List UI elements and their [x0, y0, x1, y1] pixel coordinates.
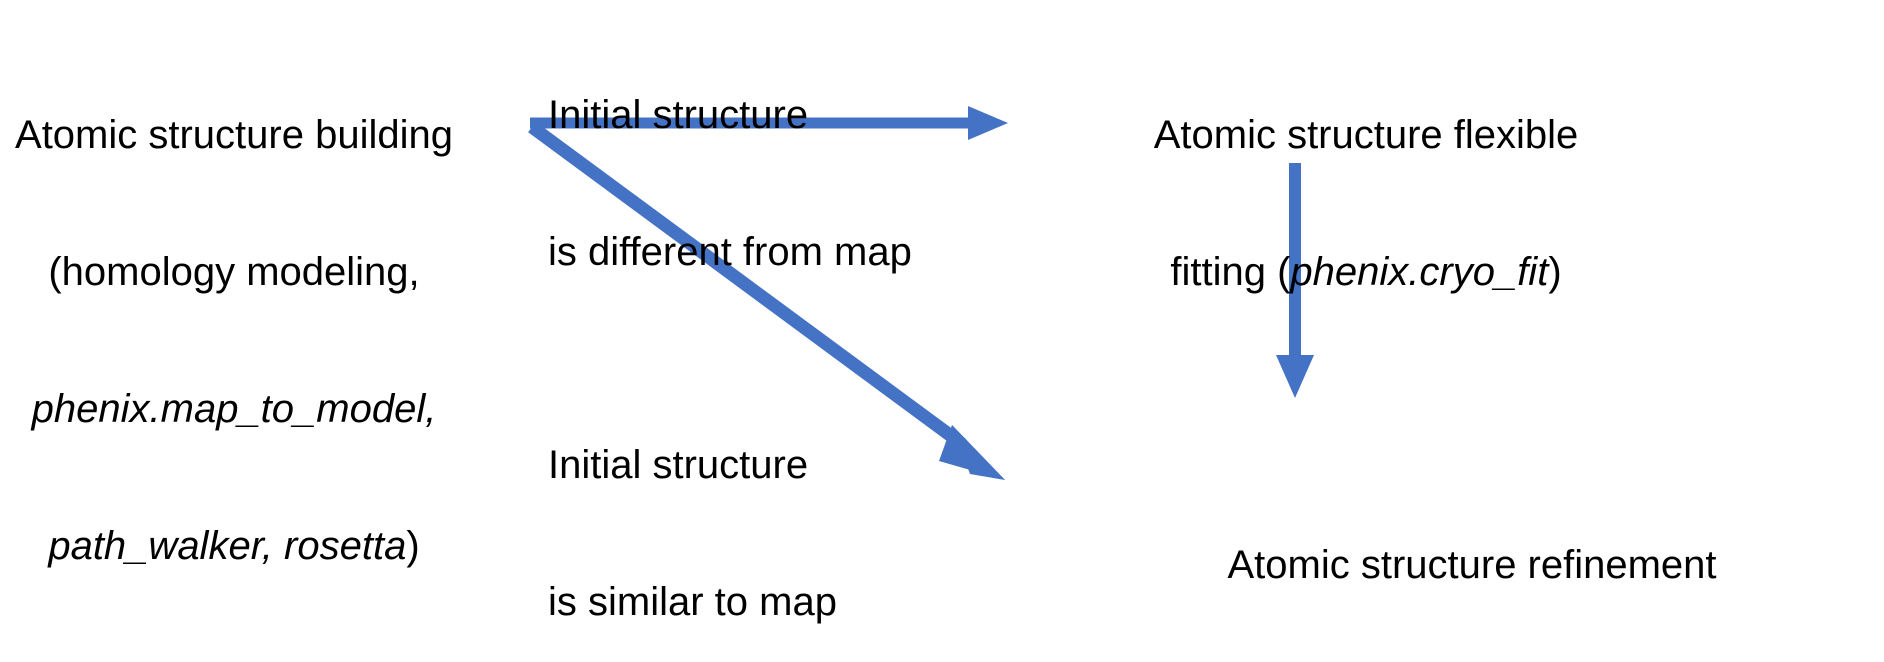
- node-build-line-4-italic: path_walker, rosetta: [48, 523, 407, 568]
- node-build-line-4: path_walker, rosetta): [8, 524, 460, 570]
- edge-label-different-line-2: is different from map: [548, 229, 912, 274]
- edge-label-similar-line-1: Initial structure: [548, 443, 809, 488]
- node-fit-line-1: Atomic structure flexible: [1153, 113, 1579, 158]
- edge-label-different-line-1: Initial structure: [548, 93, 809, 138]
- node-build-line-4-tail: ): [406, 523, 420, 568]
- node-fit-line-2: fitting (phenix.cryo_fit): [1086, 250, 1646, 296]
- node-fit-line-2-head: fitting (: [1170, 249, 1291, 294]
- node-build-line-3: phenix.map_to_model,: [31, 386, 437, 431]
- node-fit-line-2-italic: phenix.cryo_fit: [1290, 249, 1549, 294]
- node-build-line-2: (homology modeling,: [48, 249, 420, 294]
- edge-label-initial-structure-similar: Initial structure is similar to map: [548, 352, 928, 662]
- node-fit-line-2-tail: ): [1548, 249, 1562, 294]
- node-atomic-structure-flexible-fitting: Atomic structure flexible fitting (pheni…: [1086, 22, 1646, 387]
- node-atomic-structure-building: Atomic structure building (homology mode…: [8, 22, 460, 660]
- edge-label-similar-line-2: is similar to map: [548, 579, 837, 624]
- node-atomic-structure-refinement: Atomic structure refinement (phenix.real…: [1060, 452, 1884, 662]
- node-build-line-1: Atomic structure building: [15, 113, 453, 158]
- node-refine-line-1: Atomic structure refinement: [1227, 543, 1717, 588]
- edge-label-initial-structure-different: Initial structure is different from map: [548, 2, 928, 367]
